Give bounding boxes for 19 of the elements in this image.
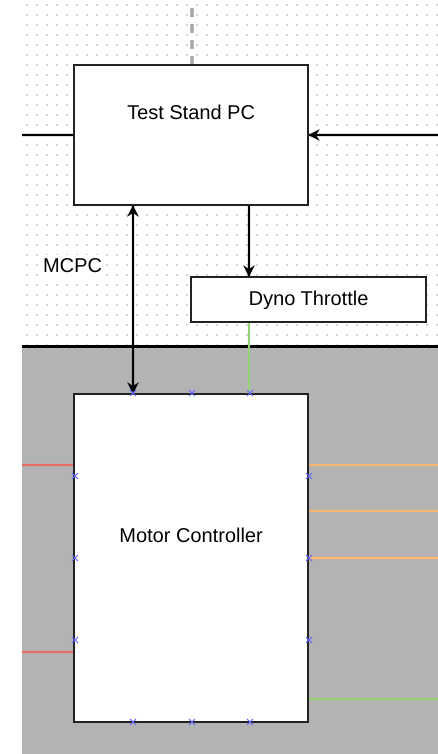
arrow <box>127 205 139 394</box>
connector-line <box>309 464 438 466</box>
node-label: Test Stand PC <box>127 102 255 125</box>
connector-line <box>22 650 73 654</box>
node-label: Dyno Throttle <box>248 288 368 311</box>
connector-line <box>22 134 73 136</box>
connector-line <box>248 323 250 393</box>
edge-label: MCPC <box>42 255 103 278</box>
connector-line <box>190 8 194 64</box>
arrow <box>308 129 438 141</box>
arrow <box>243 206 255 277</box>
connector-line <box>309 510 438 512</box>
process-box <box>190 276 427 323</box>
connector-line <box>309 698 438 700</box>
process-box <box>73 393 309 723</box>
node-label: Motor Controller <box>119 525 263 548</box>
process-box <box>73 64 309 206</box>
connector-line <box>309 556 438 560</box>
connector-line <box>22 464 73 466</box>
